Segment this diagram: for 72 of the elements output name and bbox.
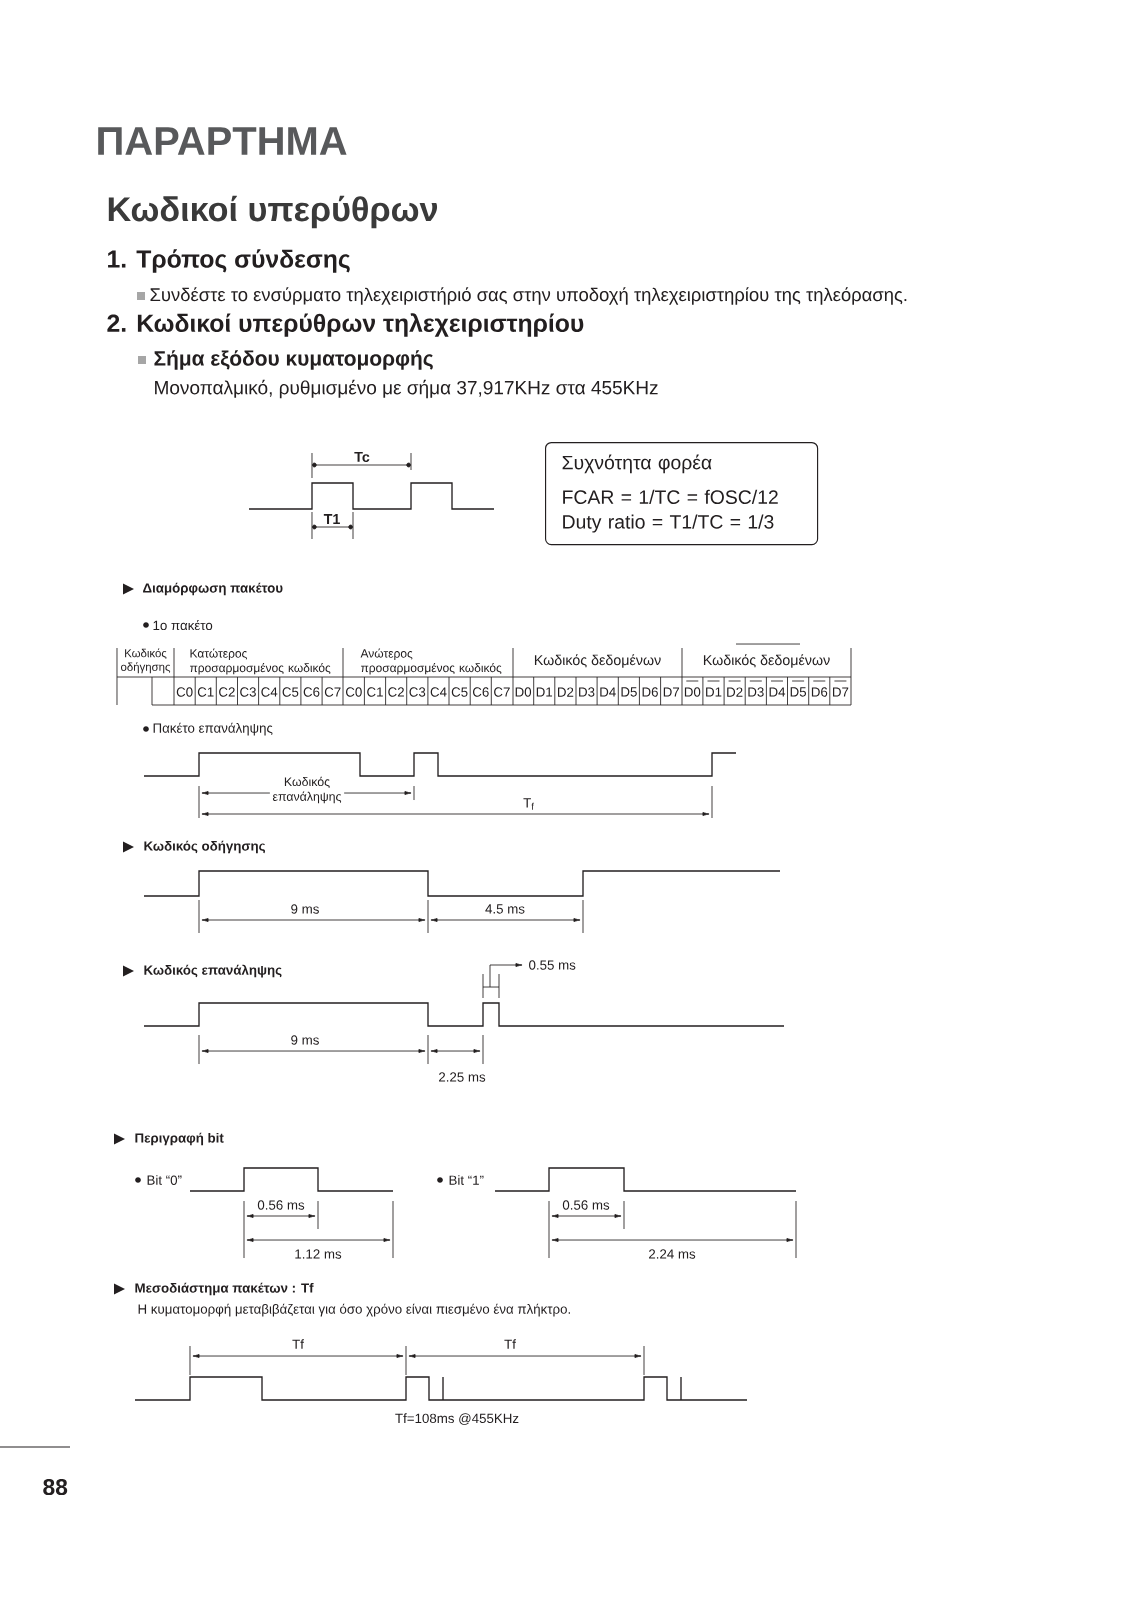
- table-cell: C6: [303, 687, 320, 697]
- dimension-label: 0.56 ms: [562, 1200, 610, 1210]
- table-cell: D5: [790, 680, 807, 697]
- waveform-label: Tc: [354, 452, 370, 462]
- dimension-label: 9 ms: [291, 904, 319, 914]
- dimension-label: 4.5 ms: [485, 904, 525, 914]
- dimension-label: T$_{f}$: [523, 798, 534, 810]
- dimension-label: 9 ms: [291, 1035, 319, 1045]
- table-cell: D6: [811, 680, 828, 697]
- dimension-label: Κωδικός επανάληψης: [269, 775, 345, 805]
- table-cell: C2: [388, 687, 404, 697]
- dimension-label: 1.12 ms: [295, 1249, 342, 1259]
- table-cell: D2: [727, 680, 743, 697]
- table-cell: C3: [240, 687, 256, 697]
- table-cell: C6: [473, 687, 489, 697]
- table-cell: C2: [219, 687, 235, 697]
- table-cell: D2: [558, 687, 574, 697]
- table-cell: C7: [324, 687, 341, 697]
- waveform-label: Tf=108ms @455KHz: [395, 1413, 519, 1425]
- info-box: Συχνότητα φορέα FCAR = 1/TC = fOSC/12 Duty ratio = T1/TC = 1/3: [545, 442, 819, 546]
- body-text: Συνδέστε το ενσύρματο τηλεχειριστήριό σας στην υποδοχή τηλεχειριστηρίου της τηλεόρασης.: [150, 287, 907, 305]
- dimension-label: 2.25 ms: [439, 1072, 486, 1082]
- subheading: Διαμόρφωση πακέτου: [143, 582, 283, 596]
- table-cell: C3: [409, 687, 426, 697]
- table-cell: C5: [282, 687, 299, 697]
- table-header: Κατώτερος προσαρμοσμένος κωδικός: [190, 648, 331, 675]
- table-header: Κωδικός δεδομένων: [703, 643, 830, 668]
- body-text: Πακέτο επανάληψης: [153, 722, 273, 736]
- table-cell: D6: [642, 687, 658, 697]
- table-cell: C1: [367, 687, 383, 697]
- table-cell: D3: [748, 680, 764, 697]
- table-cell: D7: [663, 687, 680, 697]
- dimension-label: 0.56 ms: [257, 1200, 305, 1210]
- table-header: Κωδικός δεδομένων: [534, 654, 661, 668]
- subheading: Μεσοδιάστημα πακέτων : Tf: [135, 1282, 314, 1296]
- waveform-label: T1: [323, 514, 340, 524]
- table-cell: C0: [176, 687, 193, 697]
- table-cell: C4: [430, 687, 447, 697]
- table-cell: D0: [515, 687, 532, 697]
- table-cell: D1: [536, 687, 553, 697]
- table-cell: D7: [833, 680, 849, 697]
- table-cell: D0: [684, 680, 701, 697]
- dimension-label: Tf: [292, 1339, 304, 1349]
- table-cell: D3: [579, 687, 595, 697]
- dimension-label: 2.24 ms: [649, 1249, 696, 1259]
- section-heading: Κωδικοί υπερύθρων: [108, 195, 438, 229]
- body-text: Η κυματομορφή μεταβιβάζεται για όσο χρόνο είναι πιεσμένο ένα πλήκτρο.: [138, 1303, 570, 1317]
- body-text: Bit “0”: [147, 1175, 182, 1185]
- subheading: Κωδικός επανάληψης: [144, 964, 282, 978]
- table-header: Κωδικός οδήγησης: [121, 648, 171, 674]
- table-header: Ανώτερος προσαρμοσμένος κωδικός: [360, 648, 502, 675]
- table-cell: C5: [451, 687, 468, 697]
- table-cell: C1: [197, 687, 214, 697]
- page-title: ΠΑΡΑΡΤΗΜΑ: [98, 127, 347, 155]
- body-text: Μονοπαλμικό, ρυθμισμένο με σήμα 37,917KHz στα 455KHz: [155, 379, 658, 399]
- subheading: Περιγραφή bit: [135, 1132, 224, 1146]
- table-cell: C0: [346, 687, 362, 697]
- subheading: Κωδικός οδήγησης: [144, 840, 266, 854]
- table-cell: D4: [769, 680, 786, 697]
- body-text: Bit “1”: [449, 1175, 484, 1185]
- dimension-label: Tf: [504, 1339, 516, 1349]
- table-cell: C4: [261, 687, 278, 697]
- body-text: 1ο πακέτο: [153, 619, 213, 631]
- dimension-label: 0.55 ms: [529, 960, 576, 970]
- section-heading: 2. Κωδικοί υπερύθρων τηλεχειριστηρίου: [107, 313, 584, 337]
- subheading: Σήμα εξόδου κυματομορφής: [154, 350, 433, 370]
- section-heading: 1. Τρόπος σύνδεσης: [108, 249, 350, 273]
- table-cell: D5: [621, 687, 637, 697]
- table-cell: D4: [600, 687, 616, 697]
- table-cell: C7: [494, 687, 510, 697]
- page-number: 88: [43, 1478, 68, 1496]
- table-cell: D1: [706, 680, 722, 697]
